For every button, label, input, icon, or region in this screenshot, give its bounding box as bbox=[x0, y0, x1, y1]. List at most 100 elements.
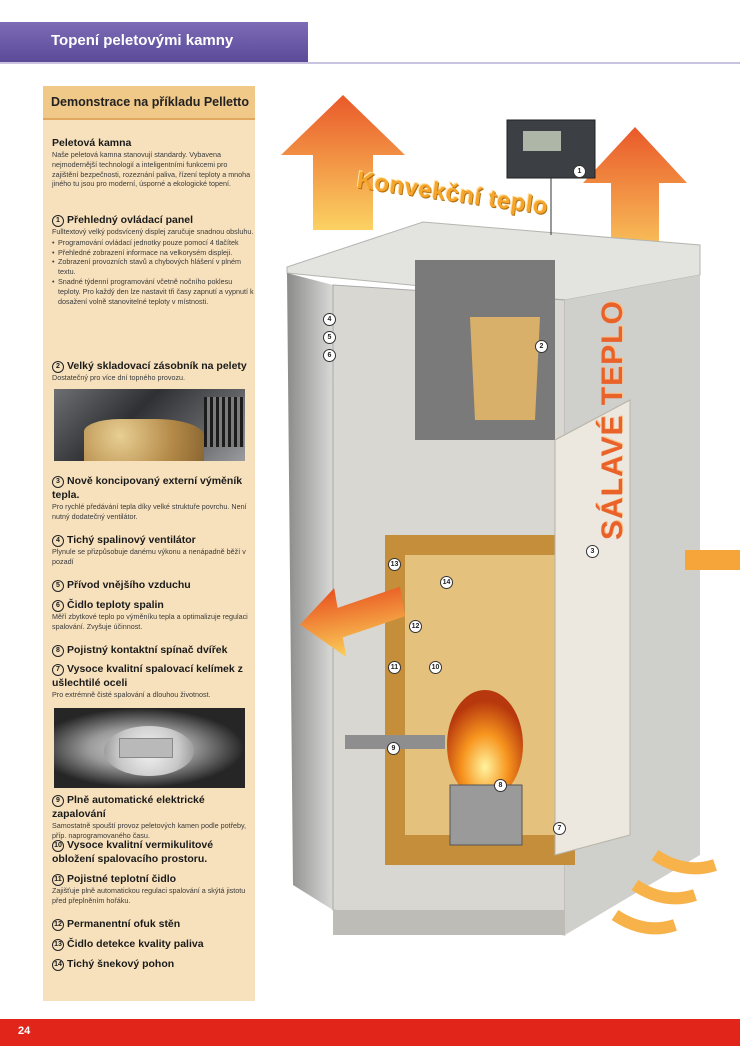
callout-2: 2 bbox=[535, 340, 548, 353]
item-number: 3 bbox=[52, 476, 64, 488]
callout-9: 9 bbox=[387, 742, 400, 755]
grate-image bbox=[204, 397, 244, 447]
item-title: Přívod vnějšího vzduchu bbox=[67, 579, 191, 591]
item-number: 10 bbox=[52, 840, 64, 852]
item-title: Tichý šnekový pohon bbox=[67, 958, 175, 970]
heat-exchanger bbox=[554, 399, 631, 856]
bullet: Přehledné zobrazení informace na velkory… bbox=[52, 248, 254, 258]
item-number: 9 bbox=[52, 795, 64, 807]
header-band: Topení peletovými kamny bbox=[0, 22, 308, 62]
bullet: Snadné týdenní programování včetně noční… bbox=[52, 277, 254, 306]
pellet-pile bbox=[470, 317, 540, 420]
item-title: Pojistný kontaktní spínač dvířek bbox=[67, 644, 228, 656]
item-text: Samostatně spouští provoz peletových kam… bbox=[52, 821, 247, 840]
item-text: Pro extrémně čisté spalování a dlouhou ž… bbox=[52, 690, 211, 699]
item-number: 4 bbox=[52, 535, 64, 547]
item-number: 12 bbox=[52, 919, 64, 931]
callout-13: 13 bbox=[388, 558, 401, 571]
radiant-arrow-left bbox=[299, 586, 406, 658]
item-number: 14 bbox=[52, 959, 64, 971]
stove-side-panel bbox=[287, 273, 333, 910]
item-number: 7 bbox=[52, 664, 64, 676]
item-number: 11 bbox=[52, 874, 64, 886]
item-title: Přehledný ovládací panel bbox=[67, 214, 194, 226]
intro-text: Naše peletová kamna stanovují standardy.… bbox=[52, 150, 251, 189]
callout-11: 11 bbox=[388, 661, 401, 674]
callout-12: 12 bbox=[409, 620, 422, 633]
item-title: Velký skladovací zásobník na pelety bbox=[67, 360, 247, 372]
control-panel-display bbox=[523, 131, 561, 151]
callout-7: 7 bbox=[553, 822, 566, 835]
item-number: 6 bbox=[52, 600, 64, 612]
callout-4: 4 bbox=[323, 313, 336, 326]
item-title: Čidlo detekce kvality paliva bbox=[67, 938, 204, 950]
item-number: 2 bbox=[52, 361, 64, 373]
stove-cutaway-illustration bbox=[281, 95, 740, 936]
panel-title: Demonstrace na příkladu Pelletto bbox=[51, 95, 249, 109]
radiant-arrow bbox=[685, 550, 740, 570]
item-title: Vysoce kvalitní vermikulitové obložení s… bbox=[52, 839, 214, 865]
convection-arrow-right bbox=[583, 127, 687, 270]
item-text: Zajišťuje plně automatickou regulaci spa… bbox=[52, 886, 246, 905]
item-number: 13 bbox=[52, 939, 64, 951]
item-title: Tichý spalinový ventilátor bbox=[67, 534, 196, 546]
item-title: Pojistné teplotní čidlo bbox=[67, 873, 177, 885]
intro-heading: Peletová kamna bbox=[52, 137, 132, 149]
header-rule bbox=[0, 62, 740, 64]
radiant-heat-label: SÁLAVÉ TEPLO bbox=[596, 300, 629, 540]
item-text: Měří zbytkové teplo po výměníku tepla a … bbox=[52, 612, 248, 631]
item-title: Permanentní ofuk stěn bbox=[67, 918, 181, 930]
item-title: Vysoce kvalitní spalovací kelímek z ušle… bbox=[52, 663, 243, 689]
callout-6: 6 bbox=[323, 349, 336, 362]
item-number: 1 bbox=[52, 215, 64, 227]
item-text: Fulltextový velký podsvícený displej zar… bbox=[52, 227, 254, 236]
item-number: 5 bbox=[52, 580, 64, 592]
item-title: Čidlo teploty spalin bbox=[67, 599, 164, 611]
callout-8: 8 bbox=[494, 779, 507, 792]
pellet-storage-photo bbox=[54, 389, 245, 461]
intro-section: Peletová kamna Naše peletová kamna stano… bbox=[52, 136, 254, 189]
item-text: Dostatečný pro více dní topného provozu. bbox=[52, 373, 186, 382]
floor-heat-wave bbox=[651, 849, 717, 875]
burner-cup-photo bbox=[54, 708, 245, 788]
page-number: 24 bbox=[18, 1025, 31, 1037]
item-1-bullets: Programování ovládací jednotky pouze pom… bbox=[52, 238, 254, 307]
burner-fire bbox=[447, 690, 523, 800]
floor-heat-wave bbox=[611, 909, 677, 935]
page-title: Topení peletovými kamny bbox=[51, 32, 234, 49]
footer-band: 24 bbox=[0, 1019, 740, 1046]
convection-arrow-left bbox=[281, 95, 405, 230]
burner-cup bbox=[449, 784, 523, 846]
item-text: Plynule se přizpůsobuje danému výkonu a … bbox=[52, 547, 246, 566]
bullet: Programování ovládací jednotky pouze pom… bbox=[52, 238, 254, 248]
stove-plinth bbox=[333, 910, 565, 935]
callout-3: 3 bbox=[586, 545, 599, 558]
item-text: Pro rychlé předávání tepla díky velké st… bbox=[52, 502, 247, 521]
callout-5: 5 bbox=[323, 331, 336, 344]
item-title: Nově koncipovaný externí výměník tepla. bbox=[52, 475, 243, 501]
callout-1: 1 bbox=[573, 165, 586, 178]
callout-10: 10 bbox=[429, 661, 442, 674]
callout-14: 14 bbox=[440, 576, 453, 589]
floor-heat-wave bbox=[631, 879, 697, 905]
pellets-image bbox=[84, 419, 204, 461]
item-title: Plně automatické elektrické zapalování bbox=[52, 794, 205, 820]
panel-title-bar: Demonstrace na příkladu Pelletto bbox=[43, 86, 255, 120]
bullet: Zobrazení provozních stavů a chybových h… bbox=[52, 257, 254, 277]
plate-image bbox=[119, 738, 173, 758]
item-number: 8 bbox=[52, 645, 64, 657]
